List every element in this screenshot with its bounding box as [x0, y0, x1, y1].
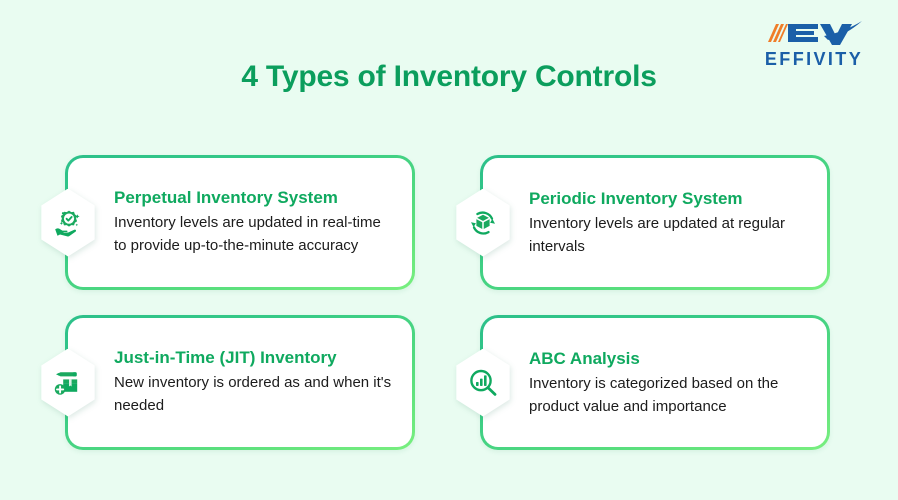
box-refresh-cycle-icon: [452, 188, 514, 257]
card-perpetual-inventory-system[interactable]: Perpetual Inventory System Inventory lev…: [41, 155, 415, 290]
card-periodic-inventory-system[interactable]: Periodic Inventory System Inventory leve…: [456, 155, 830, 290]
box-add-pencil-icon: [37, 348, 99, 417]
card-title: Just-in-Time (JIT) Inventory: [114, 347, 337, 367]
card-body: ABC Analysis Inventory is categorized ba…: [483, 318, 827, 447]
page-title: 4 Types of Inventory Controls: [241, 60, 657, 93]
card-border: Periodic Inventory System Inventory leve…: [480, 155, 830, 290]
inventory-controls-grid: Perpetual Inventory System Inventory lev…: [41, 155, 865, 450]
magnifier-bar-chart-glyph: [470, 369, 497, 396]
hand-holding-verified-badge-glyph: [55, 210, 80, 236]
card-title: Periodic Inventory System: [529, 188, 743, 208]
card-description: Inventory is categorized based on the pr…: [529, 374, 779, 415]
card-abc-analysis[interactable]: ABC Analysis Inventory is categorized ba…: [456, 315, 830, 450]
card-title: Perpetual Inventory System: [114, 187, 338, 207]
hand-holding-verified-badge-icon: [37, 188, 99, 257]
card-title: ABC Analysis: [529, 348, 640, 368]
icon-badge-background: [456, 348, 510, 417]
effivity-logo: EFFIVITY: [754, 20, 874, 72]
box-refresh-cycle-glyph: [471, 210, 495, 235]
card-just-in-time-inventory[interactable]: Just-in-Time (JIT) Inventory New invento…: [41, 315, 415, 450]
card-description: New inventory is ordered as and when it'…: [114, 373, 392, 414]
card-description: Inventory levels are updated at regular …: [529, 214, 785, 255]
card-border: Just-in-Time (JIT) Inventory New invento…: [65, 315, 415, 450]
card-body: Just-in-Time (JIT) Inventory New invento…: [68, 318, 412, 447]
card-border: ABC Analysis Inventory is categorized ba…: [480, 315, 830, 450]
box-add-pencil-glyph: [54, 371, 78, 395]
magnifier-bar-chart-icon: [452, 348, 514, 417]
logo-wordmark: EFFIVITY: [764, 49, 864, 69]
card-body: Periodic Inventory System Inventory leve…: [483, 158, 827, 287]
card-border: Perpetual Inventory System Inventory lev…: [65, 155, 415, 290]
ev-logo-mark: [768, 21, 862, 45]
card-body: Perpetual Inventory System Inventory lev…: [68, 158, 412, 287]
card-description: Inventory levels are updated in real-tim…: [114, 213, 381, 254]
